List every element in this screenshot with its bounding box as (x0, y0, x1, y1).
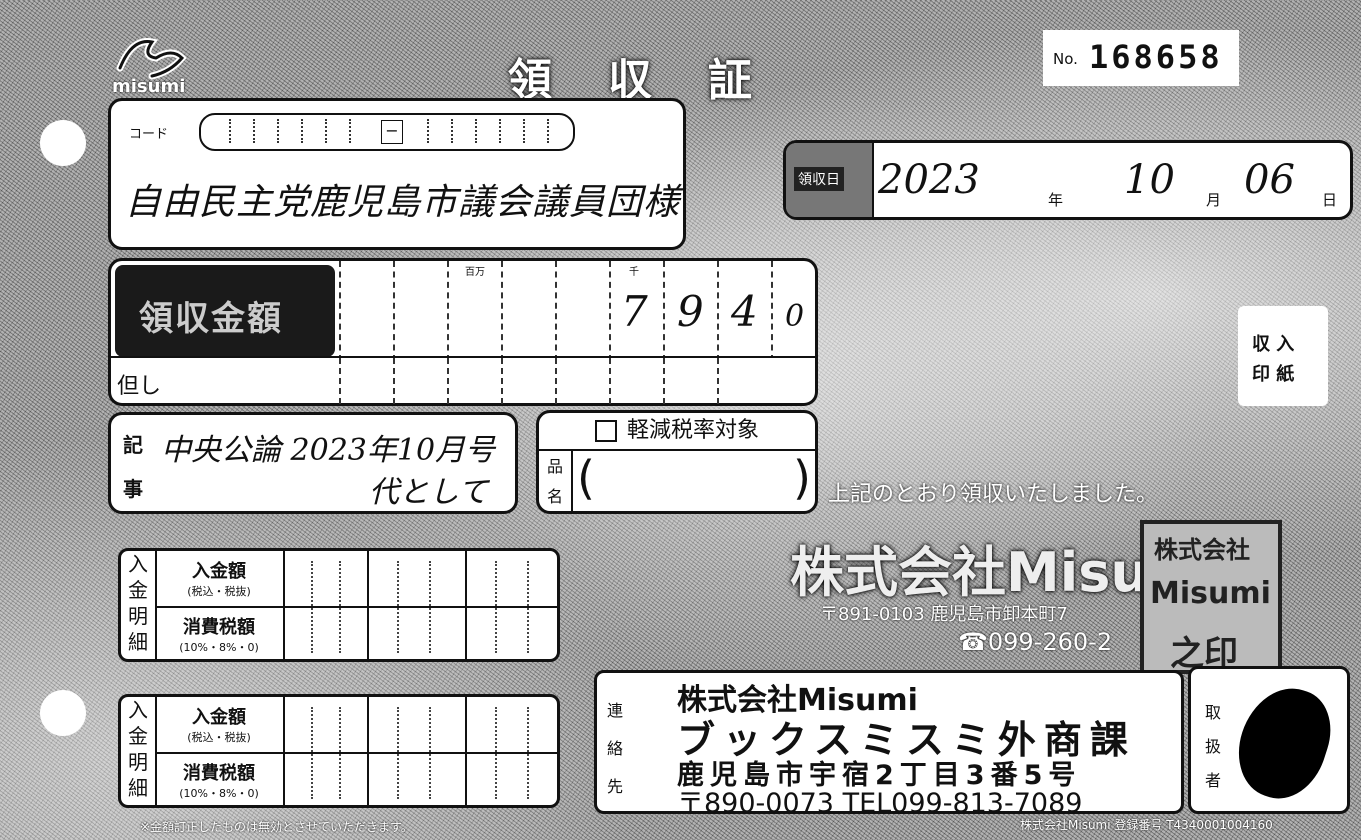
amount-box: 領収金額 百万 千 7 9 4 0 (108, 258, 818, 362)
seal-line2: Misumi (1150, 576, 1271, 611)
handler-box: 取 扱 者 (1188, 666, 1350, 814)
item-label-top: 品 (547, 457, 564, 476)
issuer-address: 〒891-0103 鹿児島市卸本町7 (820, 604, 1068, 625)
contact-label-1: 連 (607, 701, 624, 720)
revenue-stamp-area: 収 入 印 紙 (1238, 306, 1328, 406)
contact-company: 株式会社Misumi (677, 683, 918, 718)
document-title: 領収証 (508, 55, 808, 106)
receipt-number-label: No. (1053, 50, 1078, 68)
item-paren-close: ) (793, 451, 811, 505)
code-separator: − (381, 120, 403, 144)
breakdown-label: 但し (117, 374, 162, 399)
deposit-header: 入金額(税込・税抜) (187, 707, 251, 744)
amount-digit: 7 (621, 287, 648, 336)
brand-logo-icon (116, 38, 187, 80)
punch-hole (40, 690, 86, 736)
consumption-tax-header: 消費税額(10%・8%・0) (179, 617, 259, 654)
amount-digit: 0 (785, 299, 805, 334)
revenue-stamp-line1: 収 入 (1252, 334, 1295, 355)
handler-label-2: 扱 (1205, 737, 1222, 756)
date-label-cell: 領収日 (786, 143, 874, 217)
memo-label-top: 記 (123, 433, 143, 457)
payment-side-label: 入金明細 (121, 551, 157, 659)
issuer-tel: ☎099-260-2 (958, 628, 1113, 656)
amount-label: 領収金額 (139, 299, 283, 339)
amount-digit: 9 (677, 287, 704, 336)
memo-box: 記 事 中央公論 2023年10月号 代として (108, 412, 518, 514)
handler-label-1: 取 (1205, 703, 1222, 722)
date-label: 領収日 (794, 167, 844, 191)
amount-label-cell: 領収金額 (115, 265, 335, 357)
item-paren-open: ( (577, 451, 595, 505)
revenue-stamp-line2: 印 紙 (1252, 364, 1295, 385)
contact-box: 連 絡 先 株式会社Misumi ブックスミスミ外商課 鹿児島市宇宿2丁目3番5… (594, 670, 1184, 819)
consumption-tax-header: 消費税額(10%・8%・0) (179, 763, 259, 800)
seal-line1: 株式会社 (1154, 536, 1250, 564)
memo-label-bottom: 事 (123, 477, 143, 501)
payment-details-box: 入金明細 入金額(税込・税抜) 消費税額(10%・8%・0) (118, 694, 560, 808)
deposit-header: 入金額(税込・税抜) (187, 561, 251, 598)
contact-address: 鹿児島市宇宿2丁目3番5号 (677, 760, 1082, 791)
reduced-tax-label: 軽減税率対象 (626, 418, 759, 443)
payment-details-box: 入金明細 入金額(税込・税抜) 消費税額(10%・8%・0) (118, 548, 560, 662)
company-seal: 株式会社 Misumi 之印 (1140, 520, 1282, 674)
reduced-tax-header: 軽減税率対象 (539, 413, 815, 451)
memo-line1: 中央公論 2023年10月号 (161, 433, 496, 468)
date-year-unit: 年 (1048, 191, 1064, 209)
amount-digit-cells: 百万 千 7 9 4 0 (339, 261, 819, 361)
date-month-unit: 月 (1206, 191, 1222, 209)
date-year: 2023 (878, 157, 980, 203)
punch-hole (40, 120, 86, 166)
breakdown-row: 但し (108, 356, 818, 406)
date-day: 06 (1244, 157, 1295, 203)
registration-number: 株式会社Misumi 登録番号 T4340001004160 (1020, 818, 1273, 832)
footer-note: ※金額訂正したものは無効とさせていただきます。 (140, 820, 413, 834)
handler-stamp-mark (1225, 676, 1343, 810)
receipt-number-box: No. 168658 (1043, 30, 1239, 86)
addressee-box: コード − 自由民主党鹿児島市議会議員団様 (108, 98, 686, 250)
receipt-number: 168658 (1089, 38, 1223, 76)
brand-name: misumi (112, 76, 186, 97)
amount-digit: 4 (731, 287, 758, 336)
acknowledgement-text: 上記のとおり領収いたしました。 (828, 482, 1159, 507)
unit-thousand-mark: 千 (629, 267, 639, 278)
code-field: − (199, 113, 575, 151)
date-day-unit: 日 (1322, 191, 1338, 209)
code-label: コード (129, 127, 169, 142)
contact-label-2: 絡 (607, 739, 624, 758)
receipt-date-box: 領収日 2023 年 10 月 06 日 (783, 140, 1353, 220)
date-month: 10 (1124, 157, 1175, 203)
addressee-name: 自由民主党鹿児島市議会議員団様 (125, 182, 681, 223)
item-label-bottom: 名 (547, 487, 564, 506)
handler-label-3: 者 (1205, 771, 1222, 790)
memo-line2: 代として (369, 475, 489, 510)
contact-department: ブックスミスミ外商課 (677, 718, 1136, 762)
contact-postal-tel: 〒890-0073 TEL099-813-7089 (677, 788, 1083, 819)
contact-label-3: 先 (607, 777, 624, 796)
reduced-tax-box: 軽減税率対象 品 名 ( ) (536, 410, 818, 514)
payment-side-label: 入金明細 (121, 697, 157, 805)
reduced-tax-checkbox[interactable] (594, 420, 617, 442)
unit-million-mark: 百万 (465, 267, 485, 278)
